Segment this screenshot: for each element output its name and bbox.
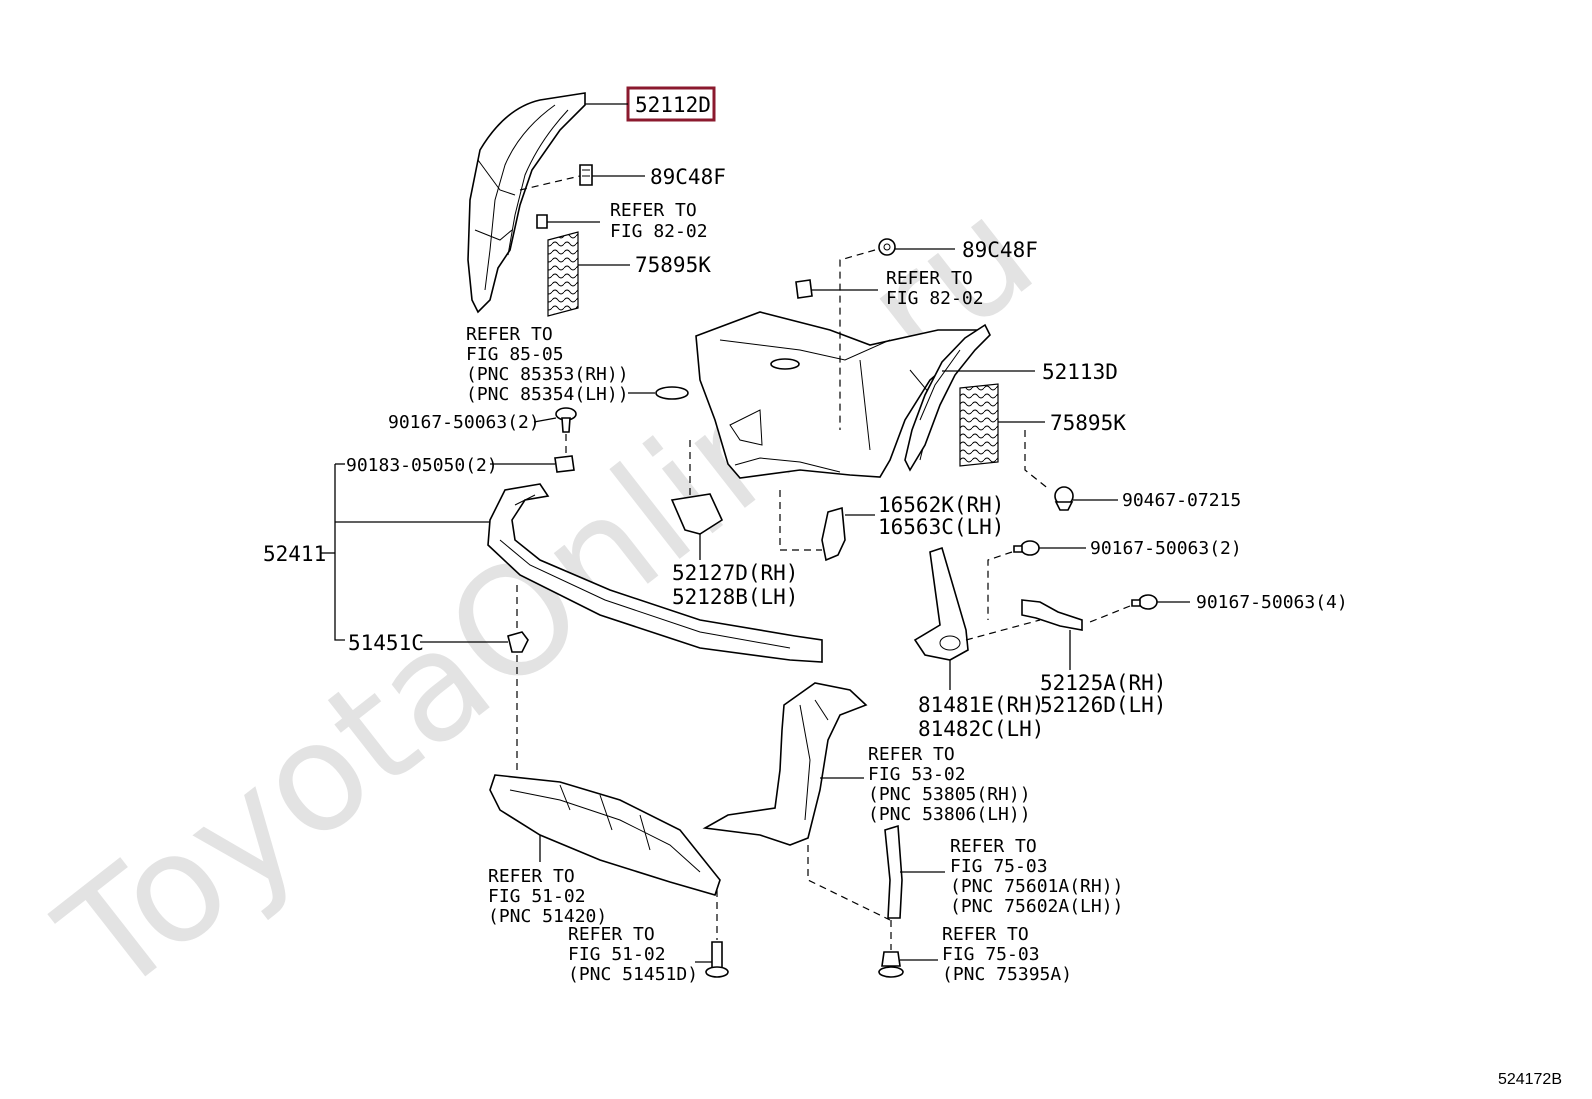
- pad-75895k-right[interactable]: [959, 383, 999, 467]
- engine-undercover[interactable]: [489, 774, 721, 896]
- bracket-52125a[interactable]: [1021, 599, 1083, 631]
- pad-75895k-left[interactable]: [547, 231, 579, 317]
- ref-5302[interactable]: REFER TO FIG 53-02 (PNC 53805(RH)) (PNC …: [868, 744, 1041, 825]
- figure-code: 524172B: [1497, 1071, 1562, 1088]
- fender-liner[interactable]: [702, 682, 868, 846]
- label-52125a[interactable]: 52125A(RH)52126D(LH): [1040, 671, 1166, 717]
- screw-90167-50063-left[interactable]: [555, 407, 577, 433]
- ref-5102a[interactable]: REFER TO FIG 51-02 (PNC 51420): [488, 866, 607, 927]
- label-16562k[interactable]: 16562K(RH)16563C(LH): [878, 493, 1004, 539]
- label-90467-07215[interactable]: 90467-07215: [1122, 490, 1241, 511]
- label-90183-05050[interactable]: 90183-05050(2): [346, 455, 498, 476]
- bumper-side-upper-left-part[interactable]: [467, 92, 586, 314]
- clip-75395a[interactable]: [878, 951, 904, 978]
- label-90167-50063-4[interactable]: 90167-50063(4): [1196, 592, 1348, 613]
- label-90167-50063-2-right[interactable]: 90167-50063(2): [1090, 538, 1242, 559]
- screw-90167-50063-right[interactable]: [1013, 540, 1040, 556]
- label-89c48f-upper[interactable]: 89C48F: [650, 165, 726, 189]
- bumper-side-right-part[interactable]: [904, 323, 991, 472]
- label-81481e[interactable]: 81481E(RH)81482C(LH): [918, 693, 1044, 741]
- label-52112d[interactable]: 52112D: [635, 93, 711, 117]
- bolt-51451d[interactable]: [705, 941, 729, 978]
- label-89c48f-right[interactable]: 89C48F: [962, 238, 1038, 262]
- nut-90183-05050[interactable]: [554, 455, 575, 473]
- clip-ref-8202-right[interactable]: [795, 279, 813, 299]
- wheel-arch-moulding[interactable]: [884, 824, 903, 919]
- label-90167-50063-2-left[interactable]: 90167-50063(2): [388, 412, 540, 433]
- clip-ref-8202-upper[interactable]: [536, 214, 548, 229]
- bumper-retainer-lower[interactable]: [487, 483, 823, 663]
- ref-7503b[interactable]: REFER TO FIG 75-03 (PNC 75395A): [942, 924, 1072, 985]
- label-51451c[interactable]: 51451C: [348, 631, 424, 655]
- fog-lamp-bezel[interactable]: [913, 546, 969, 661]
- clip-89c48f-right[interactable]: [878, 238, 896, 256]
- seal-ring[interactable]: [655, 386, 689, 400]
- ref-5102b[interactable]: REFER TO FIG 51-02 (PNC 51451D): [568, 924, 698, 985]
- label-52113d[interactable]: 52113D: [1042, 360, 1118, 384]
- label-52127d[interactable]: 52127D(RH)52128B(LH): [672, 561, 798, 609]
- bracket-16562k[interactable]: [821, 506, 846, 562]
- screw-90167-50063-4[interactable]: [1131, 594, 1158, 610]
- tow-hook-cover[interactable]: [670, 493, 724, 535]
- clip-89c48f-upper[interactable]: [579, 164, 593, 186]
- bumper-seal-hole: [770, 358, 800, 370]
- label-52411[interactable]: 52411: [263, 542, 326, 566]
- clip-90467-07215[interactable]: [1054, 486, 1074, 511]
- label-75895k-right[interactable]: 75895K: [1050, 411, 1126, 435]
- clip-51451c[interactable]: [507, 631, 529, 653]
- ref-7503a[interactable]: REFER TO FIG 75-03 (PNC 75601A(RH)) (PNC…: [950, 836, 1134, 917]
- label-75895k-left[interactable]: 75895K: [635, 253, 711, 277]
- ref-8505[interactable]: REFER TO FIG 85-05 (PNC 85353(RH)) (PNC …: [466, 324, 639, 405]
